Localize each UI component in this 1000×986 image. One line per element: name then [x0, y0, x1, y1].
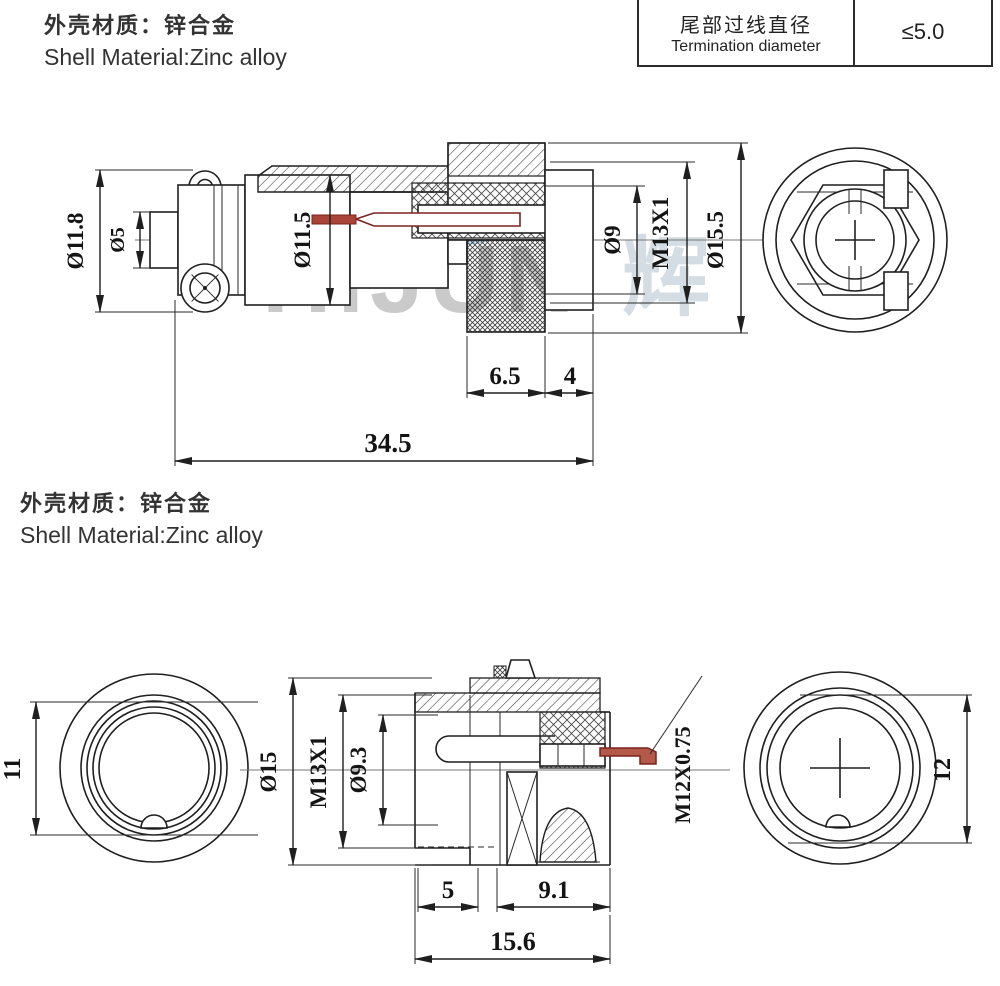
socket-hump — [539, 807, 597, 863]
spec-table: 尾部过线直径 Termination diameter ≤5.0 — [637, 0, 993, 67]
dim-label-thread-m13: M13X1 — [648, 197, 673, 270]
dim-label-34-5: 34.5 — [364, 428, 411, 458]
keyway-bump — [140, 814, 168, 829]
socket-section-hatch — [414, 692, 601, 713]
dim-label-thread-front: M13X1 — [306, 736, 331, 809]
socket-front-crosshair — [810, 738, 870, 798]
plug-dimensions: Ø11.8 Ø5 Ø11.5 Ø9 M13X1 Ø15.5 — [63, 142, 748, 466]
material-note-bottom-cn: 外壳材质：锌合金 — [20, 491, 213, 516]
material-note-top-cn: 外壳材质：锌合金 — [44, 13, 237, 38]
socket-side-view: Ø15 M13X1 Ø9.3 M12X0.75 5 9.1 — [240, 659, 730, 964]
socket-dimensions: Ø15 M13X1 Ø9.3 M12X0.75 5 9.1 — [256, 675, 703, 964]
dim-label-dia-9: Ø9 — [600, 225, 625, 254]
socket-solder-contact — [599, 747, 657, 765]
plug-front-view — [762, 147, 948, 333]
dim-label-dia-15-5: Ø15.5 — [703, 211, 728, 269]
plug-contact-tip — [311, 214, 357, 225]
spec-value-cell: ≤5.0 — [901, 19, 945, 44]
material-note-bottom-en: Shell Material:Zinc alloy — [20, 521, 263, 548]
plug-contact-pin — [353, 212, 521, 227]
socket-front-view-right: 12 — [743, 671, 972, 865]
dim-label-4: 4 — [564, 363, 577, 390]
material-note-top-en: Shell Material:Zinc alloy — [44, 43, 287, 70]
dim-label-thread-tail: M12X0.75 — [670, 726, 695, 823]
material-note-top: 外壳材质：锌合金 Shell Material:Zinc alloy — [44, 12, 287, 71]
spec-param-en: Termination diameter — [671, 37, 821, 55]
plug-side-view: Ø11.8 Ø5 Ø11.5 Ø9 M13X1 Ø15.5 — [63, 142, 800, 466]
dim-label-dia-11-5: Ø11.5 — [290, 212, 315, 269]
dim-label-dia-15: Ø15 — [256, 752, 281, 793]
keyway-bump — [825, 814, 851, 828]
plug-knurled-nut — [466, 239, 546, 333]
socket-front-view-left: 11 — [0, 673, 258, 863]
dim-label-6-5: 6.5 — [489, 363, 520, 390]
material-note-bottom: 外壳材质：锌合金 Shell Material:Zinc alloy — [20, 490, 263, 549]
dim-label-dia-9-3: Ø9.3 — [346, 747, 371, 794]
plug-front-crosshair — [835, 220, 875, 260]
dim-label-dia-12: 12 — [930, 758, 956, 782]
dim-label-flats-11: 11 — [0, 758, 26, 781]
spec-table-param-cell: 尾部过线直径 Termination diameter — [639, 0, 855, 65]
dim-label-15-6: 15.6 — [490, 927, 536, 956]
spec-param-cn: 尾部过线直径 — [680, 14, 812, 37]
dim-label-dia-11-8: Ø11.8 — [63, 213, 88, 270]
dim-label-dia-5: Ø5 — [107, 227, 129, 253]
dim-label-5: 5 — [442, 877, 455, 904]
dim-label-9-1: 9.1 — [538, 877, 569, 904]
